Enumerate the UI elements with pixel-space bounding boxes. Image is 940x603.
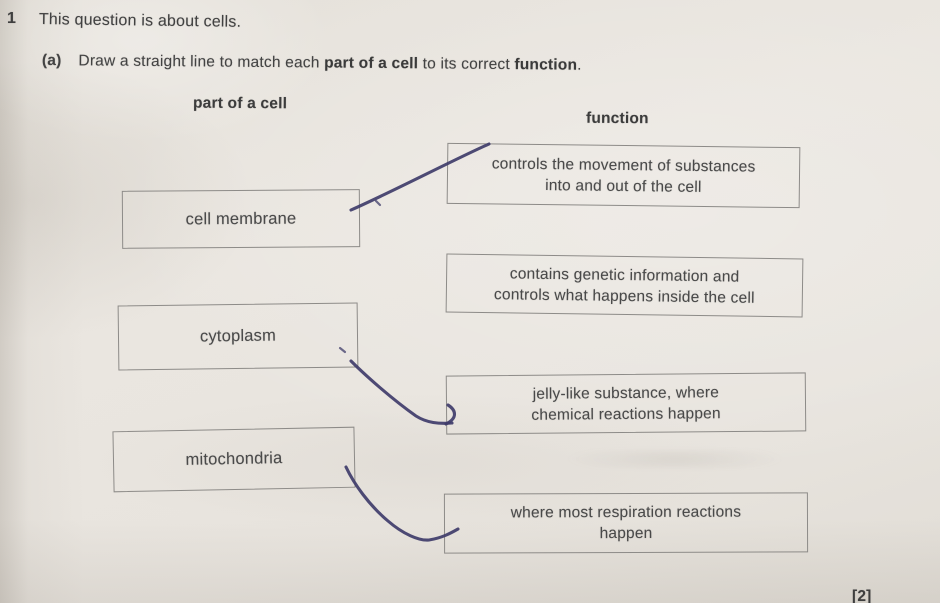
- right-column-header: function: [585, 109, 649, 128]
- part-label-mitochondria: mitochondria: [185, 449, 283, 469]
- part-label-cell-membrane: cell membrane: [185, 209, 297, 228]
- instruction-bold-function: function: [514, 56, 578, 74]
- function-respiration-line2: happen: [599, 524, 653, 543]
- part-label: (a): [41, 52, 62, 70]
- function-respiration-line1: where most respiration reactions: [510, 503, 742, 522]
- instruction-mid: to its correct: [418, 55, 515, 74]
- function-box-genetic: contains genetic information and control…: [445, 253, 804, 318]
- question-number: 1: [7, 10, 17, 27]
- function-box-movement: controls the movement of substances into…: [446, 142, 801, 209]
- part-box-mitochondria: mitochondria: [112, 426, 356, 493]
- left-column-header: part of a cell: [192, 94, 288, 113]
- pen-line-cytoplasm-to-jelly: [349, 359, 454, 425]
- pen-line-mitochondria-to-respiration: [344, 465, 460, 542]
- part-box-cytoplasm: cytoplasm: [117, 302, 359, 371]
- function-genetic-line2: controls what happens inside the cell: [493, 285, 755, 307]
- marks-label: [2]: [852, 588, 872, 603]
- function-box-respiration: where most respiration reactions happen: [443, 492, 809, 554]
- function-box-jelly: jelly-like substance, where chemical rea…: [445, 372, 807, 435]
- function-jelly-line1: jelly-like substance, where: [532, 383, 720, 403]
- instruction-line: (a) Draw a straight line to match each pa…: [42, 52, 582, 75]
- instruction-prefix: Draw a straight line to match each: [78, 52, 325, 72]
- function-jelly-line2: chemical reactions happen: [531, 404, 721, 424]
- part-label-cytoplasm: cytoplasm: [199, 326, 277, 346]
- question-intro: This question is about cells.: [38, 11, 242, 31]
- page-showthrough-smudge: [560, 450, 790, 468]
- part-box-cell-membrane: cell membrane: [121, 189, 361, 249]
- function-movement-line1: controls the movement of substances: [491, 154, 756, 176]
- instruction-bold-part-of-a-cell: part of a cell: [324, 54, 419, 73]
- pen-tick-membrane: [374, 199, 382, 207]
- instruction-suffix: .: [577, 56, 582, 74]
- function-movement-line2: into and out of the cell: [545, 176, 702, 196]
